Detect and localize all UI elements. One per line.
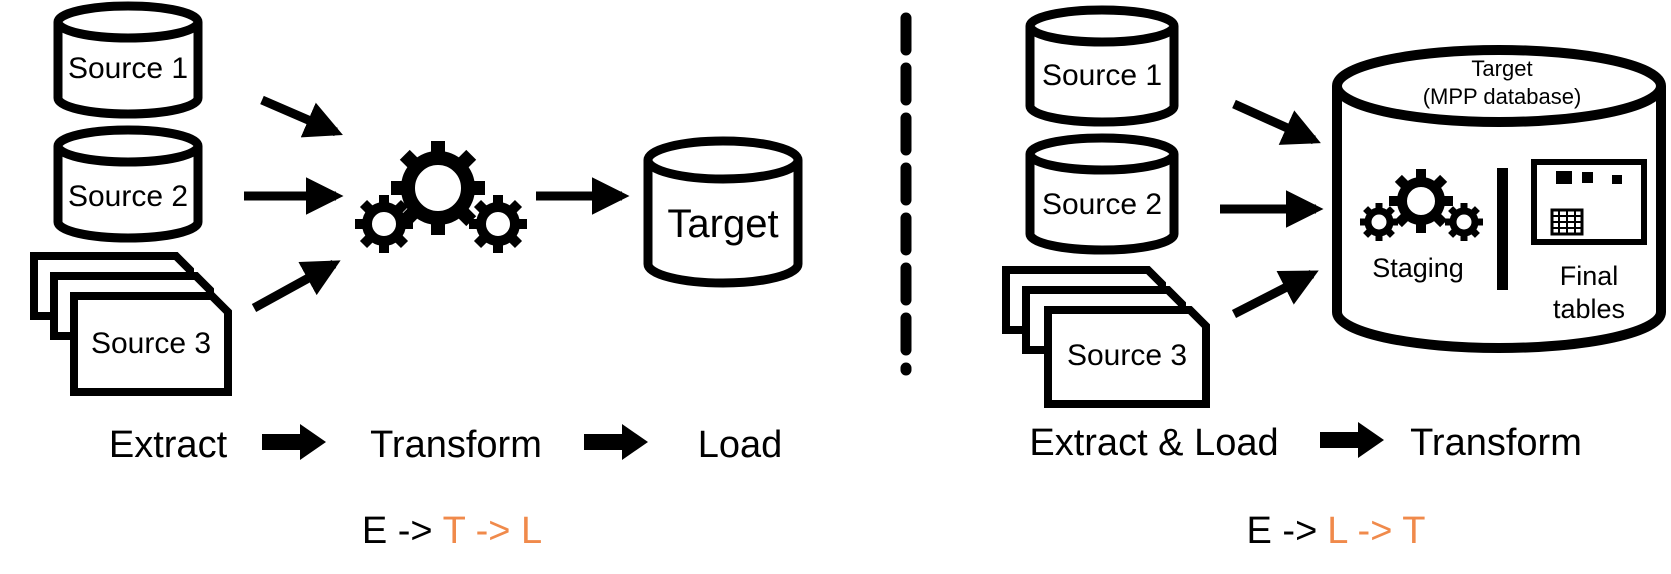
- source-database-icon: Source 1: [1025, 5, 1179, 127]
- source-database-icon: Source 1: [53, 1, 203, 119]
- elt-final-tables-line-1: Final: [1560, 261, 1619, 291]
- elt-target-title: Target: [1471, 56, 1532, 81]
- gear-icon: [469, 195, 527, 253]
- flow-arrow-icon: [1320, 422, 1384, 458]
- target-database-icon: Target (MPP database): [1332, 45, 1666, 353]
- staging-final-separator: [1497, 168, 1508, 290]
- target-database-icon: Target: [643, 136, 803, 288]
- etl-source-1-label: Source 1: [68, 52, 188, 85]
- elt-source-1-label: Source 1: [1042, 59, 1162, 92]
- etl-formula-highlight: T -> L: [443, 510, 543, 552]
- elt-formula-prefix: E ->: [1247, 510, 1318, 552]
- elt-source-3-label: Source 3: [1067, 339, 1187, 372]
- elt-formula-highlight: L -> T: [1327, 510, 1425, 552]
- flow-arrow-icon: [262, 424, 326, 460]
- elt-formula: E ->L -> T: [1247, 510, 1426, 552]
- etl-formula-prefix: E ->: [362, 510, 433, 552]
- elt-step-transform: Transform: [1410, 422, 1582, 464]
- elt-final-tables-line-2: tables: [1553, 294, 1625, 324]
- source-database-icon: Source 2: [53, 125, 203, 243]
- etl-step-load: Load: [698, 424, 783, 466]
- elt-source-2-label: Source 2: [1042, 188, 1162, 221]
- flow-arrow-icon: [1220, 99, 1324, 319]
- etl-formula: E ->T -> L: [362, 510, 542, 552]
- gear-icon: [355, 195, 413, 253]
- flow-arrow-icon: [244, 95, 344, 312]
- source-files-icon: Source 3: [30, 252, 232, 396]
- flow-arrow-icon: [584, 424, 648, 460]
- etl-step-transform: Transform: [370, 424, 542, 466]
- etl-step-extract: Extract: [109, 424, 228, 466]
- etl-target-label: Target: [667, 202, 778, 246]
- elt-staging-label: Staging: [1372, 253, 1464, 283]
- source-database-icon: Source 2: [1025, 133, 1179, 255]
- elt-target-subtitle: (MPP database): [1423, 84, 1582, 109]
- elt-panel: Source 1 Source 2 Source 3 Target (MPP d…: [1002, 5, 1666, 552]
- source-files-icon: Source 3: [1002, 266, 1210, 408]
- etl-panel: Source 1 Source 2 Source 3: [30, 1, 803, 552]
- gears-icon: [355, 141, 527, 253]
- etl-source-3-label: Source 3: [91, 327, 211, 360]
- gears-icon: [1360, 169, 1483, 241]
- gear-icon: [1389, 169, 1453, 233]
- elt-step-extract-load: Extract & Load: [1029, 422, 1278, 464]
- etl-source-2-label: Source 2: [68, 180, 188, 213]
- final-tables-icon: [1531, 159, 1647, 245]
